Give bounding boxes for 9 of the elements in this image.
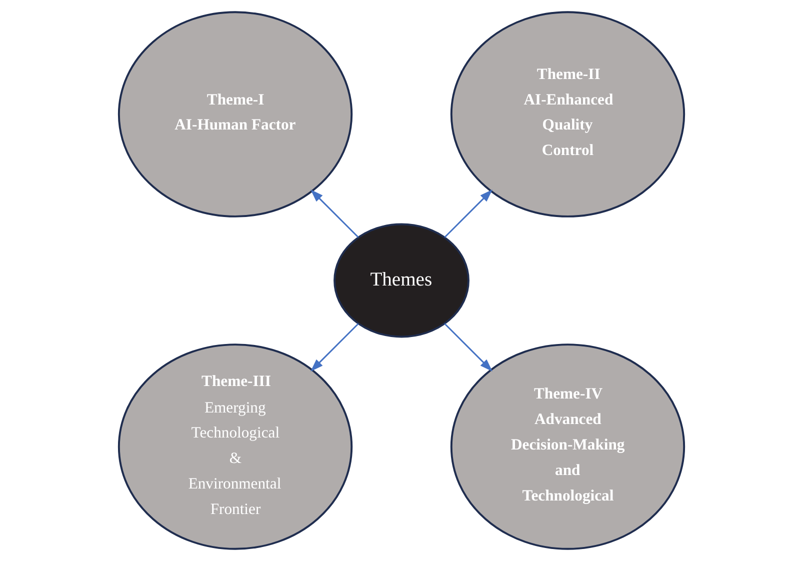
node-ellipse: Theme-IV Advanced Decision-Making and Technological bbox=[450, 344, 686, 550]
node-ellipse: Theme-II AI-Enhanced Quality Control bbox=[450, 11, 686, 218]
arrow bbox=[444, 323, 492, 372]
arrow bbox=[310, 323, 359, 372]
node-ellipse: Theme-I AI-Human Factor bbox=[118, 11, 353, 218]
node-ellipse: Theme-III Emerging Technological & Environmental Frontier bbox=[118, 344, 353, 550]
node-ellipse: Themes bbox=[334, 223, 470, 338]
arrow bbox=[310, 190, 359, 238]
arrow bbox=[444, 190, 492, 238]
